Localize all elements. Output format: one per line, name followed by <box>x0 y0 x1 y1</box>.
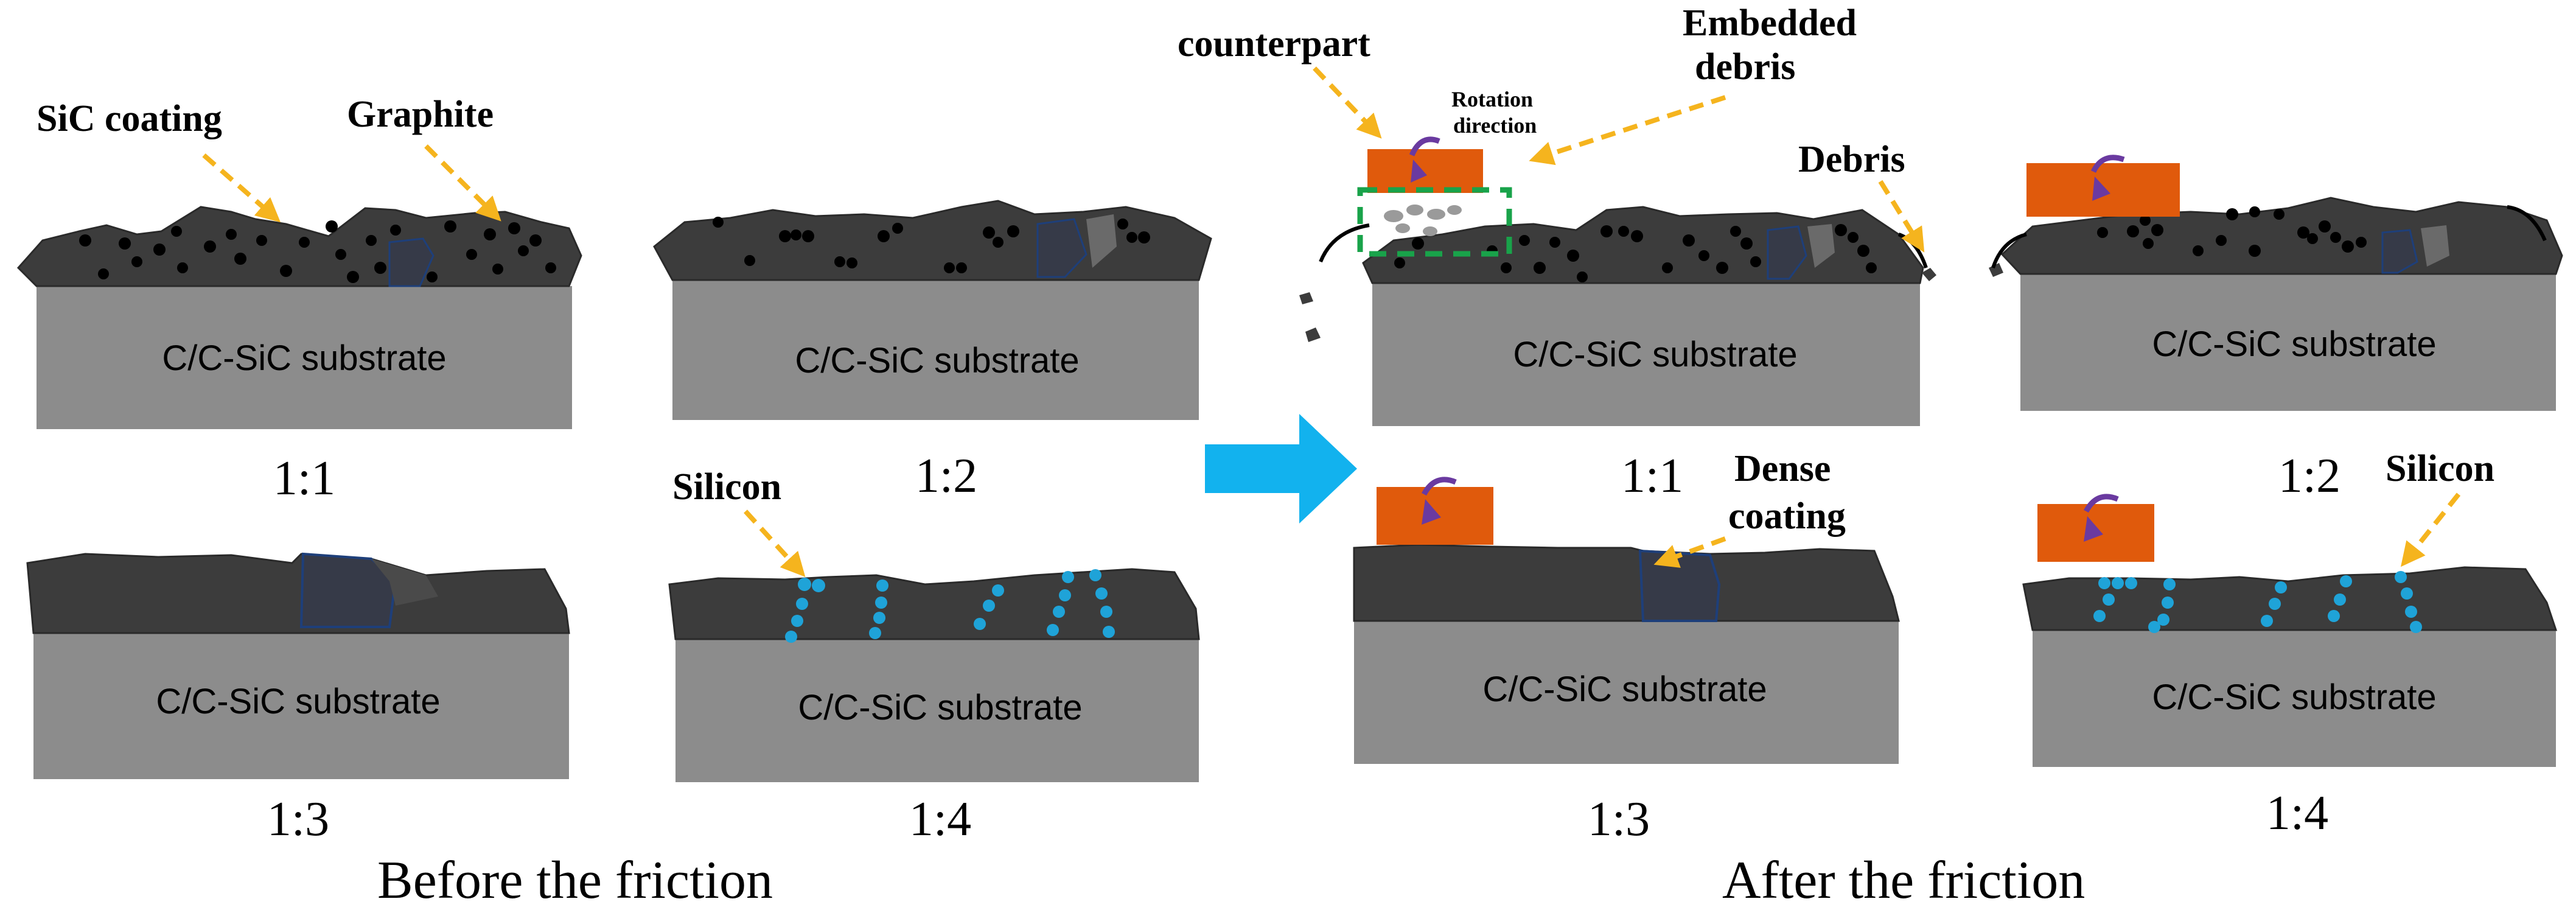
embedded-debris <box>1384 205 1462 236</box>
substrate-block <box>672 280 1199 420</box>
graphite-arrow <box>424 144 501 222</box>
coating-layer <box>26 553 570 634</box>
substrate-label: C/C-SiC substrate <box>2152 677 2436 717</box>
ratio-label-before-1-1: 1:1 <box>273 452 335 505</box>
coating-grain <box>1767 225 1807 280</box>
rotation-arrowhead-icon <box>1411 159 1427 183</box>
substrate-block <box>675 639 1199 782</box>
ratio-label-before-1-4: 1:4 <box>909 793 971 846</box>
coating-grain-light <box>2421 225 2449 267</box>
ratio-label-before-1-2: 1:2 <box>915 449 977 503</box>
substrate-block <box>1354 621 1899 764</box>
panel-after-1-4: C/C-SiC substrate 1:4 Silicon <box>2022 448 2558 840</box>
annotations-after: counterpart Rotation direction Embedded … <box>1178 2 1925 253</box>
caption-after: After the friction <box>1722 851 2085 910</box>
silicon-label: Silicon <box>672 466 781 508</box>
coating-grain <box>1638 549 1721 622</box>
graphite-particles <box>79 220 556 283</box>
rotation-arrowhead-icon <box>2084 516 2103 542</box>
coating-grain <box>1036 218 1087 278</box>
wear-debris <box>1299 268 1936 342</box>
wear-debris <box>1989 263 2003 277</box>
rotation-arrowhead-icon <box>1422 499 1441 525</box>
coating-layer <box>1362 206 1924 284</box>
silicon-particles <box>2093 571 2422 633</box>
panel-before-1-3: C/C-SiC substrate 1:3 <box>26 552 570 846</box>
coating-grain <box>2381 229 2418 274</box>
counterpart-block <box>1367 149 1483 193</box>
coating-layer <box>2022 566 2558 631</box>
panel-before-1-4: C/C-SiC substrate 1:4 Silicon <box>668 466 1200 846</box>
embedded-debris-label-line1: Embedded <box>1683 2 1857 44</box>
coating-grain-light <box>371 559 438 606</box>
silicon-label: Silicon <box>2386 448 2494 489</box>
coating-grain-light <box>1807 224 1835 268</box>
substrate-label: C/C-SiC substrate <box>162 338 446 378</box>
embedded-debris-box <box>1357 187 1512 257</box>
debris-label: Debris <box>1798 139 1905 180</box>
panel-before-1-1: C/C-SiC substrate 1:1 <box>16 206 582 505</box>
substrate-label: C/C-SiC substrate <box>2152 324 2436 364</box>
silicon-particles <box>785 569 1115 643</box>
coating-layer <box>1353 544 1900 622</box>
substrate-block <box>1372 283 1920 426</box>
ratio-label-after-1-4: 1:4 <box>2266 786 2328 840</box>
panel-after-1-1: C/C-SiC substrate 1:1 <box>1299 136 1936 503</box>
coating-layer <box>16 206 582 287</box>
silicon-arrow <box>744 509 806 577</box>
substrate-block <box>2033 630 2556 767</box>
coating-layer <box>668 568 1200 640</box>
substrate-label: C/C-SiC substrate <box>156 682 440 721</box>
panel-before-1-2: C/C-SiC substrate 1:2 <box>653 200 1212 503</box>
substrate-block <box>33 633 569 779</box>
rotation-arrow-icon <box>2090 155 2125 173</box>
debris-trail-left <box>1991 233 2027 268</box>
graphite-label: Graphite <box>347 94 494 135</box>
rotation-label-line2: direction <box>1453 113 1537 138</box>
substrate-label: C/C-SiC substrate <box>798 688 1082 727</box>
caption-before: Before the friction <box>377 851 773 910</box>
counterpart-arrow <box>1313 66 1382 139</box>
sic-coating-arrow <box>202 153 281 223</box>
dense-coating-arrow <box>1653 536 1726 568</box>
annotations-before: SiC coating Graphite <box>37 94 501 223</box>
process-arrow <box>1205 414 1357 523</box>
substrate-block <box>2020 274 2556 411</box>
dense-coating-label-line1: Dense <box>1734 448 1831 489</box>
debris-arrow <box>1878 180 1925 253</box>
debris-trail-right <box>2507 205 2547 242</box>
rotation-arrow-icon <box>1422 477 1457 496</box>
embedded-debris-arrow <box>1529 95 1726 166</box>
dense-coating-label-line2: coating <box>1728 495 1846 537</box>
embedded-debris-label-line2: debris <box>1695 46 1795 88</box>
substrate-label: C/C-SiC substrate <box>1513 335 1797 374</box>
substrate-label: C/C-SiC substrate <box>795 341 1079 380</box>
rotation-label-line1: Rotation <box>1451 87 1533 111</box>
ratio-label-after-1-1: 1:1 <box>1621 449 1683 503</box>
rotation-arrow-icon <box>2084 494 2119 513</box>
ratio-label-after-1-2: 1:2 <box>2278 449 2340 503</box>
debris-trail-left <box>1319 223 1370 263</box>
coating-grain <box>388 237 435 287</box>
rotation-arrowhead-icon <box>2092 177 2110 201</box>
substrate-label: C/C-SiC substrate <box>1482 670 1767 709</box>
graphite-particles <box>2097 206 2367 257</box>
rotation-arrow-icon <box>1409 136 1440 156</box>
ratio-label-before-1-3: 1:3 <box>267 793 329 846</box>
panel-after-1-2: C/C-SiC substrate 1:2 <box>1989 155 2563 503</box>
panel-after-1-3: C/C-SiC substrate 1:3 Dense coating <box>1353 448 1900 846</box>
sic-coating-label: SiC coating <box>37 98 222 139</box>
ratio-label-after-1-3: 1:3 <box>1588 793 1650 846</box>
substrate-block <box>37 286 572 429</box>
graphite-particles <box>713 217 1150 273</box>
coating-grain <box>299 552 397 628</box>
counterpart-label: counterpart <box>1178 23 1370 65</box>
silicon-arrow <box>2401 492 2461 567</box>
coating-grain-light <box>1086 214 1117 268</box>
